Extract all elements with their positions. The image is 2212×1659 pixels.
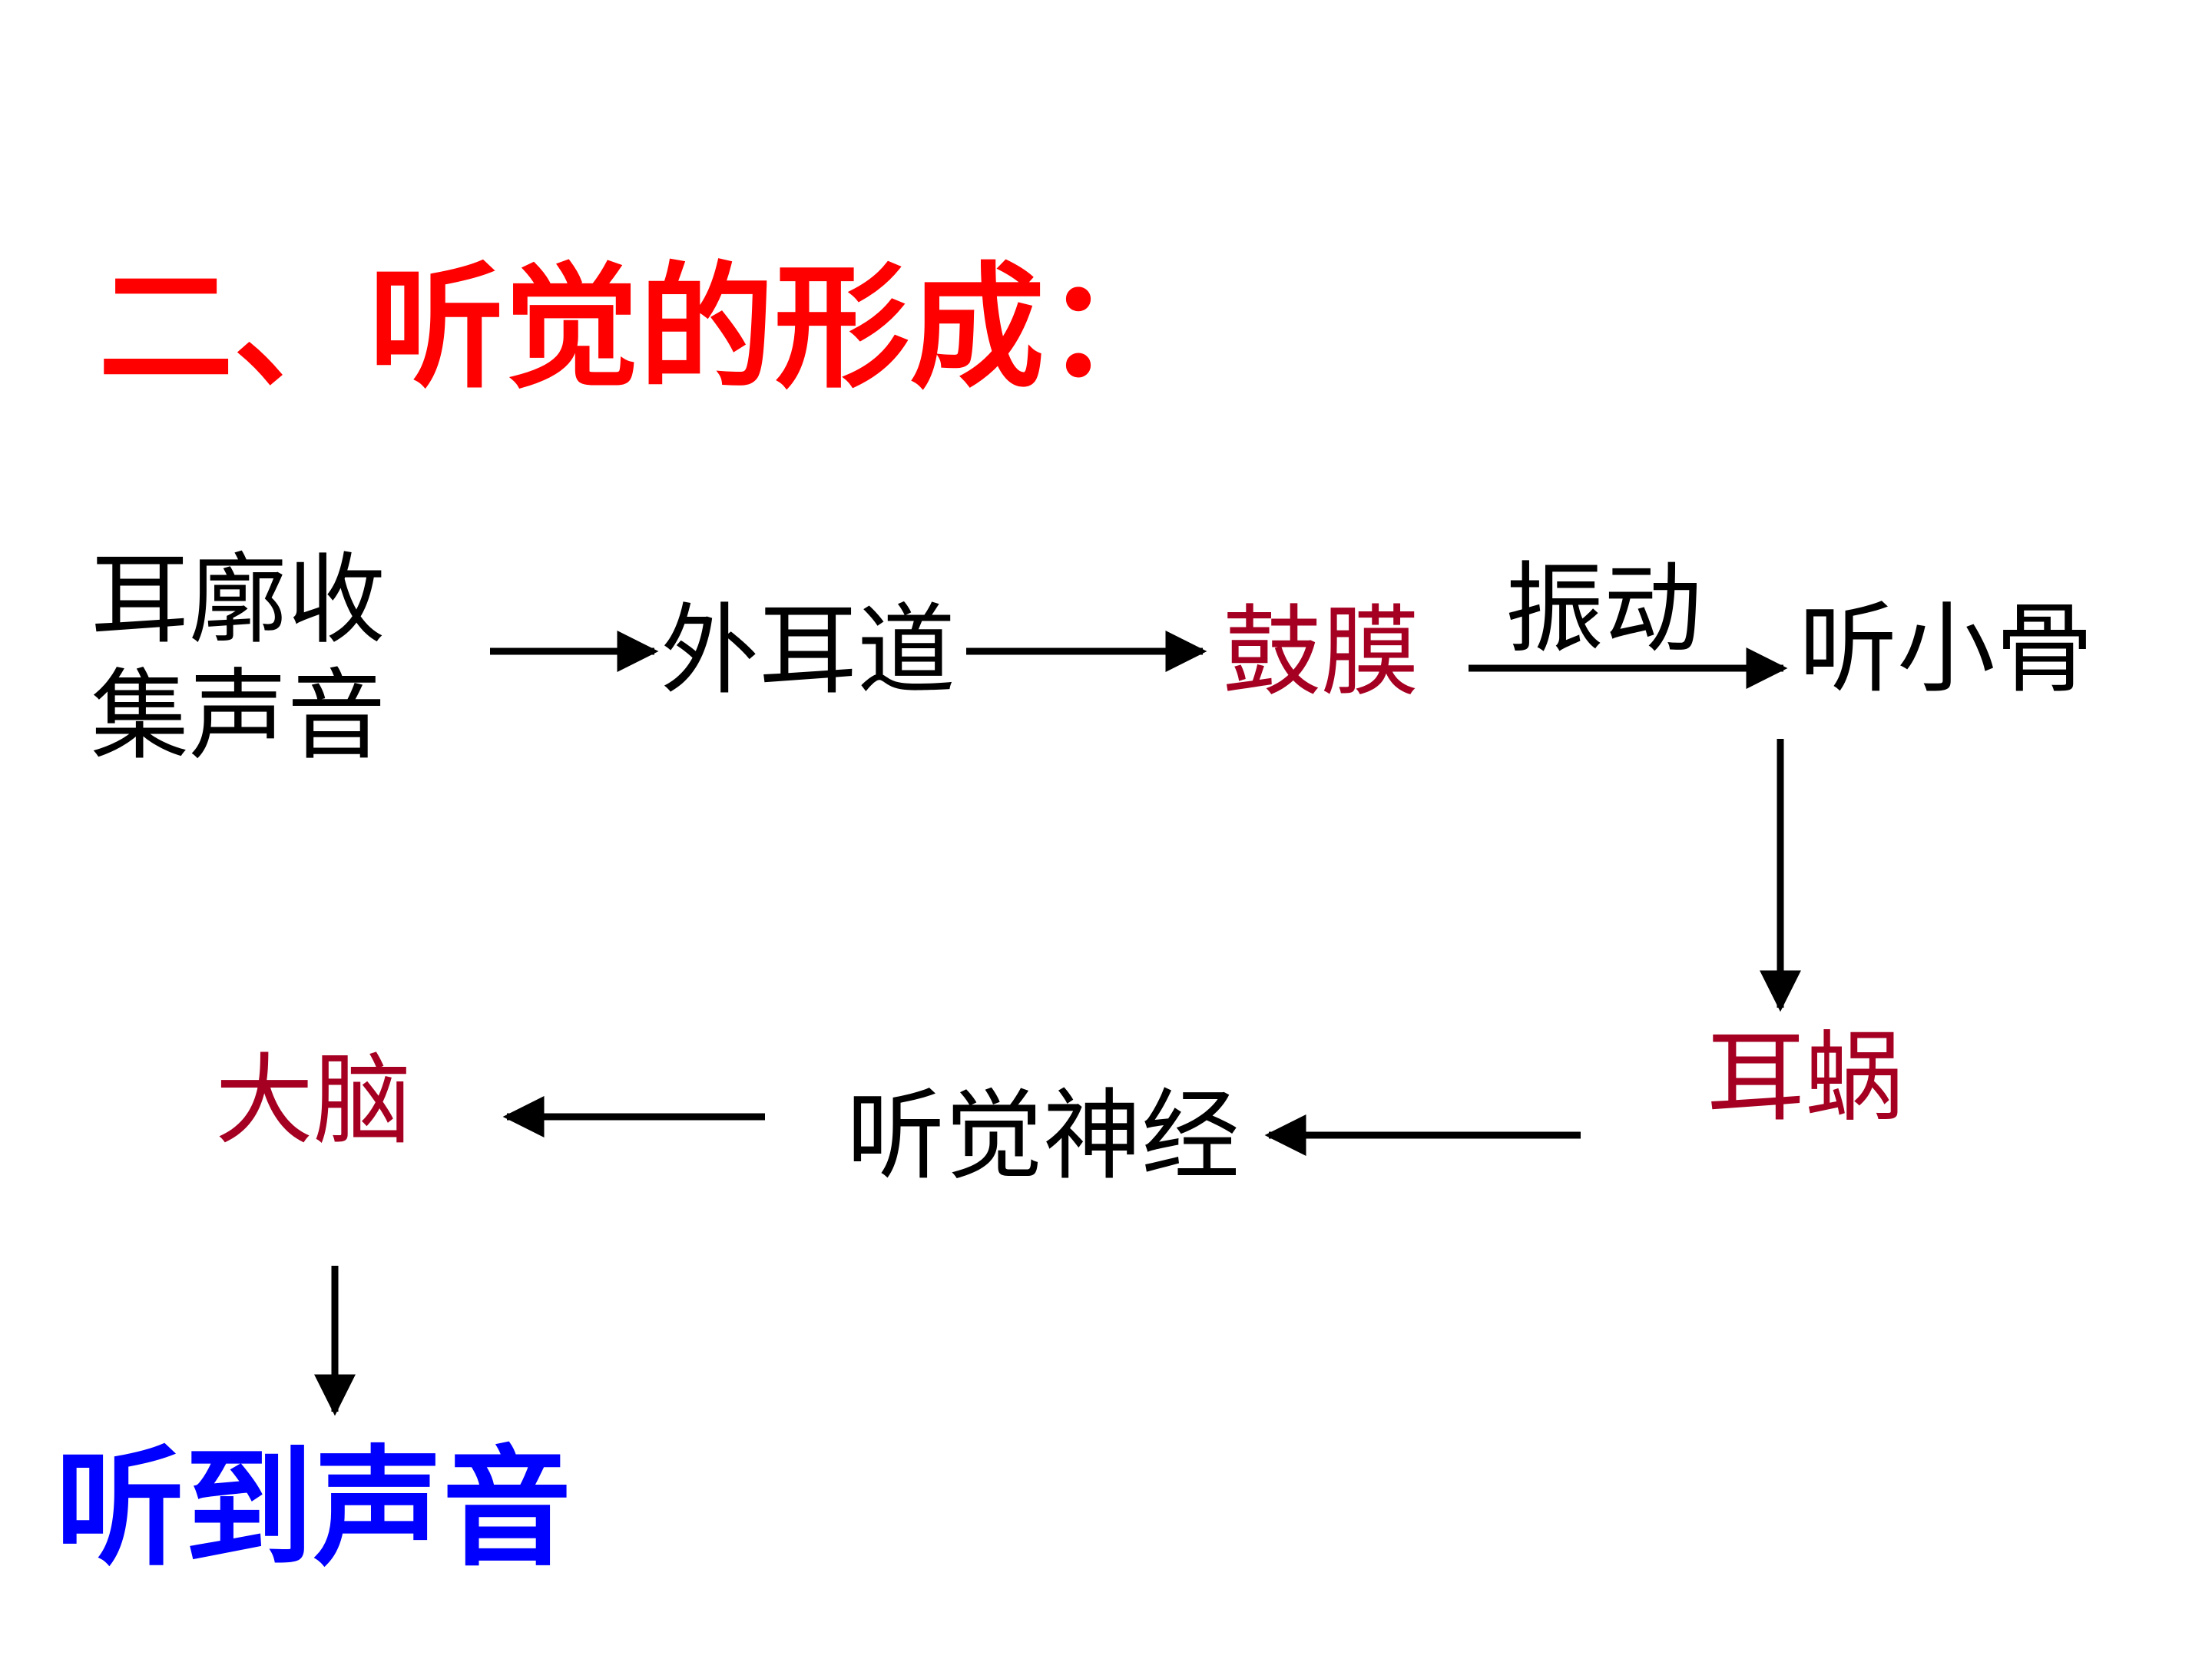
node-pinna: 耳廓收 集声音 bbox=[91, 542, 386, 774]
node-brain: 大脑 bbox=[215, 1044, 412, 1158]
node-pinna-line-2: 集声音 bbox=[91, 659, 386, 774]
result-hear-sound: 听到声音 bbox=[55, 1433, 571, 1584]
node-pinna-line-1: 耳廓收 bbox=[91, 543, 386, 657]
node-eardrum: 鼓膜 bbox=[1223, 595, 1420, 710]
node-ossicles: 听小骨 bbox=[1799, 592, 2094, 707]
edge-label-vibration: 振动 bbox=[1505, 552, 1703, 667]
node-cochlea: 耳蜗 bbox=[1707, 1021, 1904, 1135]
node-ear-canal: 外耳道 bbox=[661, 594, 956, 708]
node-auditory-nerve: 听觉神经 bbox=[846, 1079, 1240, 1194]
slide-title: 二、听觉的形成： bbox=[98, 250, 1181, 407]
